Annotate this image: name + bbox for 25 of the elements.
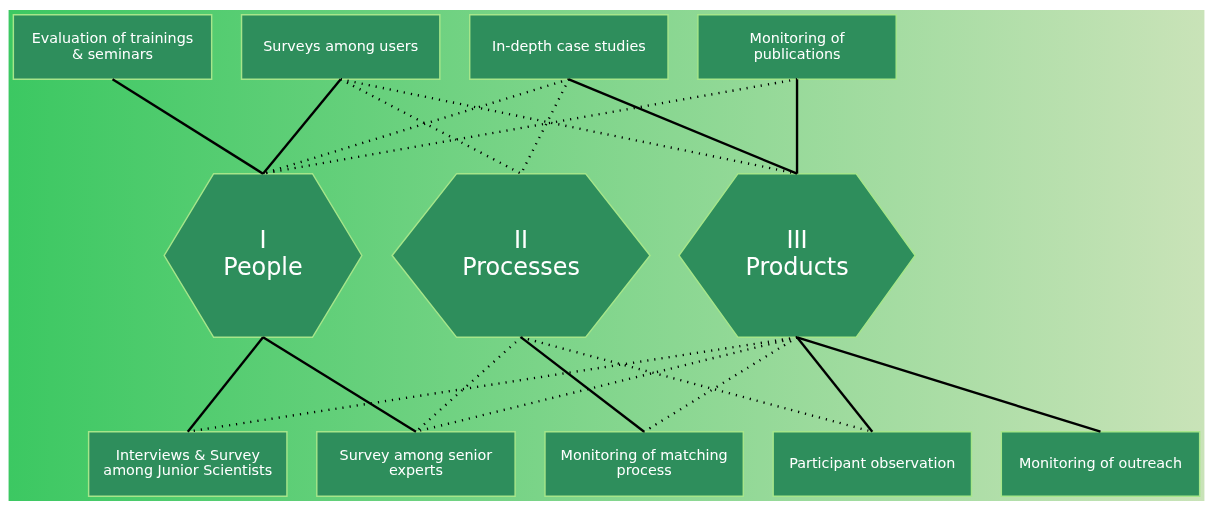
connector [340,78,522,175]
node-box: Surveys among users [240,14,441,80]
node-box: Interviews & Survey among Junior Scientists [87,431,288,497]
node-box: Survey among senior experts [316,431,516,497]
node-box: Evaluation of trainings & seminars [12,14,213,80]
node-box: In-depth case studies [469,14,669,80]
node-box: Monitoring of outreach [1000,431,1201,497]
connector [796,336,1101,433]
connector [643,336,798,433]
node-box: Participant observation [772,431,973,497]
connector [262,78,342,175]
connector [186,336,264,433]
connector [520,336,873,433]
node-box: Monitoring of matching process [544,431,744,497]
connector [795,79,799,174]
node-box: Monitoring of publications [697,14,897,80]
connector [796,336,874,433]
connector [187,336,798,433]
connector [415,336,798,433]
connector [111,78,264,175]
connector [520,336,645,433]
connector [262,78,570,175]
connector [262,336,417,433]
connector [568,78,798,175]
connector [415,336,522,433]
